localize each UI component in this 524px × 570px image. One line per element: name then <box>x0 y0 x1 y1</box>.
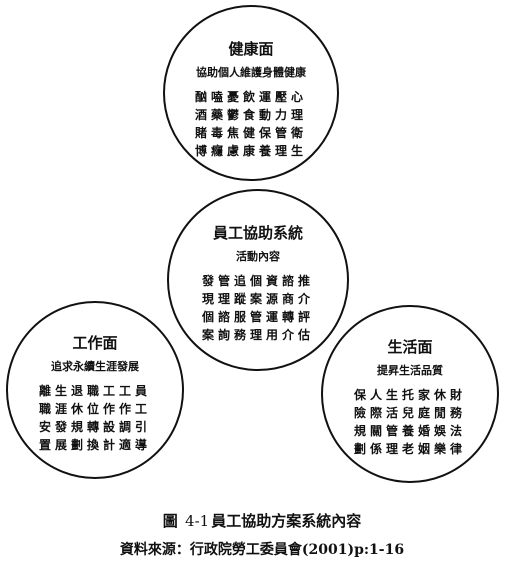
center-row: 現理蹤案源商介 <box>201 292 314 306</box>
work-title: 工作面 <box>72 334 118 352</box>
health-title: 健康面 <box>228 40 274 58</box>
work-circle <box>6 301 184 479</box>
work-row: 置展劃換計適導 <box>38 438 151 452</box>
work-row: 離生退職工工員 <box>38 384 151 398</box>
life-title: 生活面 <box>387 338 433 356</box>
source-caption: 資料來源：行政院勞工委員會(2001)p:1-16 <box>119 542 405 558</box>
life-row: 保人生托家休財 <box>353 388 466 402</box>
work-block: 工作面 追求永續生涯發展 離生退職工工員 職涯休位作作工 安發規轉設調引 置展劃… <box>15 332 175 454</box>
life-row: 規關管養婚娛法 <box>353 424 466 438</box>
center-row: 案詢務理用介估 <box>201 328 314 342</box>
life-row: 險際活兒庭閒務 <box>353 406 466 420</box>
health-circle <box>163 5 339 181</box>
center-circle <box>167 189 349 371</box>
figure-title: 員工協助方案系統內容 <box>211 512 362 530</box>
health-row: 賭毒焦健保管衛 <box>194 126 307 140</box>
health-row: 酒藥鬱食動力理 <box>194 108 307 122</box>
center-row: 個諮服管運轉評 <box>201 310 314 324</box>
work-row: 安發規轉設調引 <box>38 420 151 434</box>
work-row: 職涯休位作作工 <box>38 402 151 416</box>
life-subtitle: 提昇生活品質 <box>377 364 443 377</box>
center-row: 發管追個資諮推 <box>201 274 314 288</box>
life-circle <box>321 305 499 483</box>
work-subtitle: 追求永續生涯發展 <box>51 360 139 373</box>
life-row: 劃係理老姻樂律 <box>353 442 466 456</box>
health-row: 酗嗑憂飲運壓心 <box>194 90 307 104</box>
center-subtitle: 活動內容 <box>236 250 280 263</box>
figure-prefix: 圖 <box>162 512 178 530</box>
health-row: 博癮慮康養理生 <box>194 144 307 158</box>
life-block: 生活面 提昇生活品質 保人生托家休財 險際活兒庭閒務 規關管養婚娛法 劃係理老姻… <box>330 336 490 458</box>
center-block: 員工協助系統 活動內容 發管追個資諮推 現理蹤案源商介 個諮服管運轉評 案詢務理… <box>178 222 338 344</box>
health-subtitle: 協助個人維護身體健康 <box>196 66 306 79</box>
center-title: 員工協助系統 <box>212 224 303 242</box>
health-block: 健康面 協助個人維護身體健康 酗嗑憂飲運壓心 酒藥鬱食動力理 賭毒焦健保管衛 博… <box>171 38 331 160</box>
figure-number: 4-1 <box>185 512 210 530</box>
